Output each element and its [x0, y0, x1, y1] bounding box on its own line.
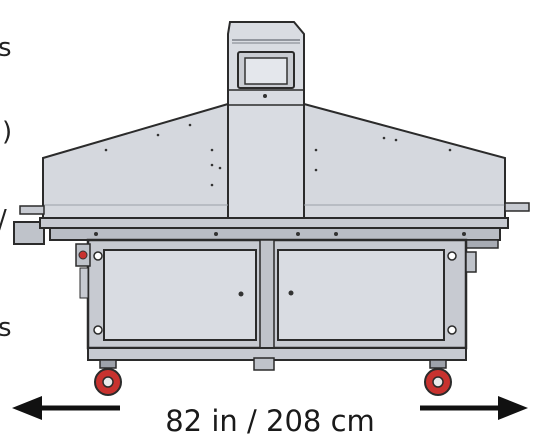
- right-hood: [303, 102, 506, 221]
- caster-right: [424, 359, 452, 396]
- left-hood: [42, 102, 229, 221]
- right-cabinet-door: [277, 249, 445, 341]
- emergency-stop-button: [78, 250, 88, 260]
- arrowhead-right: [498, 396, 528, 420]
- edge-glyph-3: /: [0, 205, 7, 235]
- edge-glyph-4: s: [0, 313, 12, 343]
- edge-glyph-2: ): [2, 117, 12, 147]
- side-rails: [13, 202, 530, 245]
- left-door-handle: [238, 291, 244, 297]
- left-cabinet-door: [103, 249, 257, 341]
- arrowhead-left: [12, 396, 42, 420]
- base-cabinet: [75, 238, 477, 350]
- dimension-label: 82 in / 208 cm: [120, 404, 420, 438]
- bottom-rail: [87, 347, 467, 371]
- edge-glyphs: s ) / s: [0, 33, 12, 343]
- touchscreen-display: [237, 51, 295, 89]
- edge-glyph-1: s: [0, 33, 12, 63]
- caster-left: [94, 359, 122, 396]
- right-door-handle: [288, 290, 294, 296]
